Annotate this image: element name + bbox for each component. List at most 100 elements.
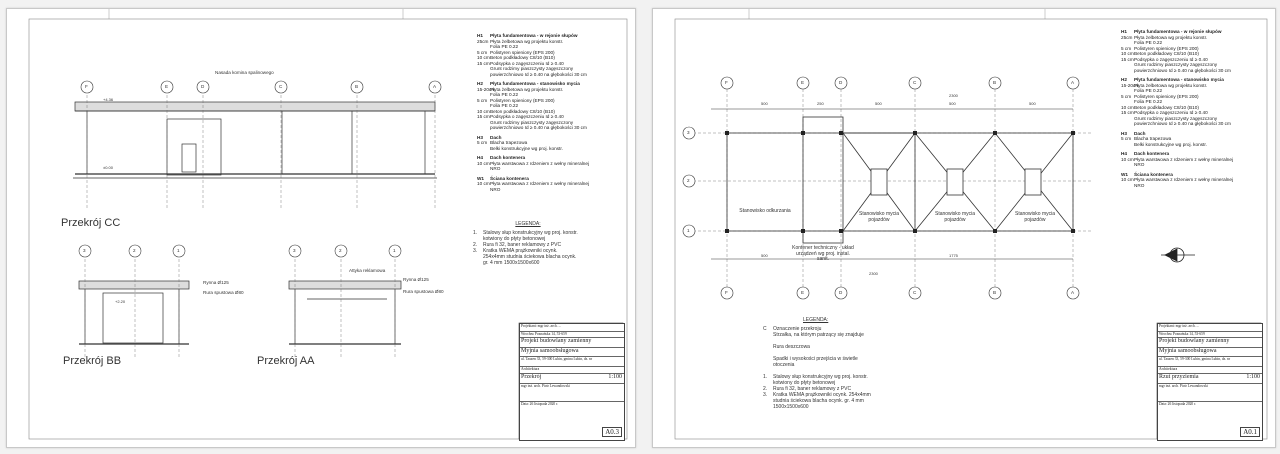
drawing-sheet-plan: F E D C B A F E D C B A 3 2 1 500 250 50… xyxy=(652,8,1276,448)
note-row: Grunt rodzimy piaszczysty zagęszczony xyxy=(490,119,574,125)
legend-item: 3.Kratka WEMA prążkowniki ocynk. 254x4mm… xyxy=(763,392,871,410)
tb-row: Architektura xyxy=(520,367,624,374)
note-row: 15-20cmPłyta żelbetowa wg projektu konst… xyxy=(477,86,564,92)
axis-label: C xyxy=(279,84,283,89)
room-label: Stanowisko mycia pojazdów xyxy=(858,211,899,223)
note-row: 15 cmPodsypka o zagęszczeniu Id ≥ 0.40 xyxy=(1121,56,1208,62)
axis-label: B xyxy=(993,80,997,85)
dimension: 500 xyxy=(949,101,956,106)
axis-label: D xyxy=(201,84,205,89)
note-row: 10 cmPłyta warstwowa z rdzeniem z wełny … xyxy=(1121,156,1233,162)
room-label: Stanowisko odkurzania xyxy=(739,208,791,214)
note-row: Folia PE 0.22 xyxy=(1134,88,1163,93)
tb-scale: 1:100 xyxy=(608,374,622,380)
note-row: 15 cmPodsypka o zagęszczeniu Id ≥ 0.40 xyxy=(1121,110,1208,115)
gutter-annotation: Rynna Ø125 xyxy=(203,280,229,285)
legend-item: 2.Rura fi 32, baner reklamowy z PVC xyxy=(763,386,852,392)
level-annotation: ±0.00 xyxy=(103,165,113,170)
tb-row: Myjnia samoobsługowa xyxy=(520,348,624,357)
sections-drawing xyxy=(28,9,628,440)
axis-label: 3 xyxy=(687,130,690,135)
note-row: 10 cmBeton podkładowy C8/10 (B10) xyxy=(1121,104,1199,110)
axis-label: 2 xyxy=(687,178,690,183)
axis-label: F xyxy=(725,290,728,295)
note-row: powierzchniowo Id ≥ 0.40 na głębokości 3… xyxy=(490,125,587,130)
axis-label: B xyxy=(355,84,359,89)
pipe-annotation: Rura spustowa Ø80 xyxy=(203,290,244,295)
axis-label: A xyxy=(433,84,437,89)
pipe-annotation: Rura spustowa Ø80 xyxy=(403,289,444,294)
tb-date: Data: 26 listopada 2020 r.A0.1 xyxy=(1158,402,1262,438)
axis-label: 3 xyxy=(293,248,296,253)
note-row: Folia PE 0.22 xyxy=(1134,99,1163,104)
note-row: NRO xyxy=(490,186,501,192)
note-row: Folia PE 0.22 xyxy=(1134,40,1163,45)
tb-row: Projektant: mgr inż. arch. ... xyxy=(1158,324,1262,332)
axis-label: A xyxy=(1071,290,1075,295)
dimension: 500 xyxy=(1029,101,1036,106)
axis-label: B xyxy=(993,290,997,295)
dimension: 1775 xyxy=(949,253,958,258)
note-row: Folia PE 0.22 xyxy=(490,92,519,97)
tb-row: Wrocław Poznańska 14, 53-659 xyxy=(520,332,624,338)
note-row: Grunt rodzimy piaszczysty zagęszczony xyxy=(1134,115,1218,121)
note-row: 10 cmPłyta warstwowa z rdzeniem z wełny … xyxy=(477,160,589,166)
axis-label: 2 xyxy=(339,248,342,253)
legend-item: Rura deszczowa xyxy=(773,344,810,350)
legend-item: 1.Stalowy słup konstrukcyjny wg proj. ko… xyxy=(473,230,578,242)
dimension: 500 xyxy=(875,101,882,106)
axis-label: D xyxy=(839,290,843,295)
legend: LEGENDA: 1.Stalowy słup konstrukcyjny wg… xyxy=(473,221,583,266)
note-row: 10 cmBeton podkładowy C8/10 (B10) xyxy=(1121,51,1199,56)
tb-sheet-number: A0.1 xyxy=(1240,427,1260,437)
dimension: 2300 xyxy=(869,271,878,276)
tb-row: Architektura xyxy=(1158,367,1262,374)
axis-label: F xyxy=(85,84,88,89)
axis-label: E xyxy=(165,84,169,89)
ad-annotation: Attyka reklamowa xyxy=(349,268,386,273)
tb-row: ul. Tauzen 33, 59-300 Lubin, gmina Lubin… xyxy=(520,357,624,367)
axis-label: 1 xyxy=(177,248,180,253)
dimension: 2300 xyxy=(949,93,958,98)
level-annotation: +2.20 xyxy=(115,299,126,304)
section-cc-title: Przekrój CC xyxy=(61,217,121,229)
tb-row: ul. Tauzen 33, 59-300 Lubin, gmina Lubin… xyxy=(1158,357,1262,367)
room-label: Kontener techniczny - układ urządzeń wg … xyxy=(792,245,854,262)
note-row: powierzchniowo Id ≥ 0.40 na głębokości 3… xyxy=(1134,121,1231,126)
room-label: Stanowisko mycia pojazdów xyxy=(1014,211,1055,223)
dimension: 500 xyxy=(761,101,768,106)
axis-label: D xyxy=(839,80,843,85)
axis-label: F xyxy=(725,80,728,85)
legend-title: LEGENDA: xyxy=(515,221,541,227)
axis-label: A xyxy=(1071,80,1075,85)
dimension: 250 xyxy=(817,101,824,106)
note-row: Belki konstrukcyjne wg proj. konstr. xyxy=(490,145,563,151)
tb-scale: 1:100 xyxy=(1246,374,1260,380)
plan-drawing xyxy=(674,9,1268,440)
note-row: NRO xyxy=(490,166,501,171)
tb-row: Projekt budowlany zamienny xyxy=(1158,338,1262,348)
level-annotation: +4.36 xyxy=(103,97,114,102)
note-row: Folia PE 0.22 xyxy=(490,44,519,49)
title-block: Projektant: mgr inż. arch. ... Wrocław P… xyxy=(1157,323,1263,441)
gutter-annotation: Rynna Ø125 xyxy=(403,277,429,282)
drawing-sheet-sections: F E D C B A Nasada komina spalinowego +4… xyxy=(6,8,636,448)
